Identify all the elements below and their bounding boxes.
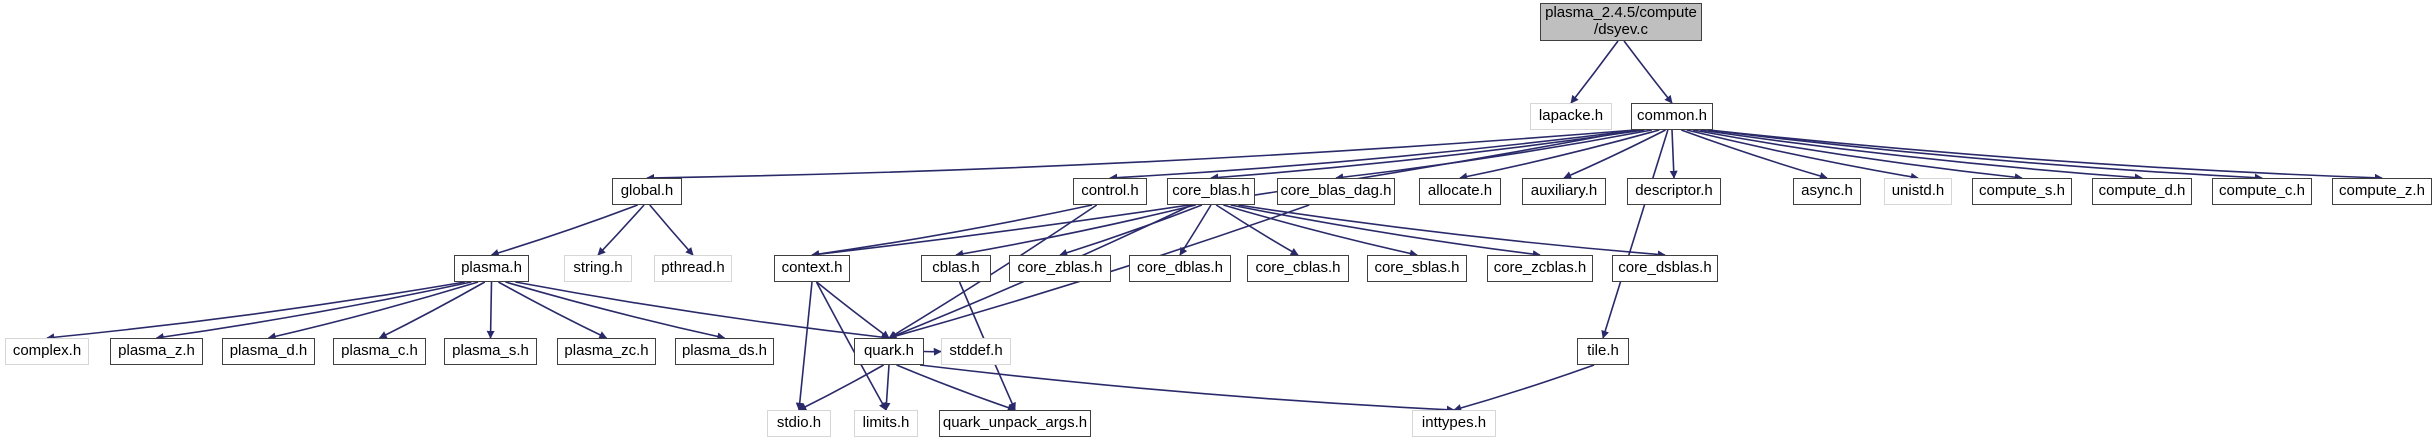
node-global[interactable]: global.h bbox=[612, 178, 682, 205]
node-compute_s[interactable]: compute_s.h bbox=[1972, 178, 2072, 205]
edge-quark-to-stdio bbox=[798, 364, 884, 411]
edge-core_blas-to-core_zblas bbox=[1059, 204, 1203, 257]
node-stddef[interactable]: stddef.h bbox=[941, 338, 1011, 365]
edge-dsyev-to-lapacke bbox=[1570, 40, 1619, 104]
node-plasma_zc[interactable]: plasma_zc.h bbox=[557, 338, 656, 365]
edge-plasma-to-plasma_ds bbox=[505, 281, 726, 341]
node-plasma_c[interactable]: plasma_c.h bbox=[333, 338, 426, 365]
node-core_sblas[interactable]: core_sblas.h bbox=[1367, 255, 1467, 282]
node-stdio[interactable]: stdio.h bbox=[767, 410, 831, 437]
edge-control-to-quark bbox=[888, 204, 1098, 339]
edge-common-to-async bbox=[1681, 129, 1828, 180]
edge-common-to-core_blas_dag bbox=[1335, 129, 1652, 182]
node-string[interactable]: string.h bbox=[564, 255, 632, 282]
node-context[interactable]: context.h bbox=[774, 255, 850, 282]
node-core_blas[interactable]: core_blas.h bbox=[1167, 178, 1255, 205]
node-quark_unpack_args[interactable]: quark_unpack_args.h bbox=[939, 410, 1091, 437]
edge-dsyev-to-common bbox=[1623, 40, 1673, 104]
edge-global-to-pthread bbox=[649, 204, 694, 256]
edge-common-to-control bbox=[1109, 129, 1639, 182]
node-async[interactable]: async.h bbox=[1793, 178, 1861, 205]
node-core_zblas[interactable]: core_zblas.h bbox=[1009, 255, 1111, 282]
edge-core_blas-to-core_dblas bbox=[1179, 204, 1212, 256]
edge-plasma-to-complex bbox=[46, 281, 465, 342]
edge-plasma-to-plasma_s bbox=[486, 281, 495, 339]
edge-common-to-compute_z bbox=[1708, 129, 2383, 182]
node-lapacke[interactable]: lapacke.h bbox=[1530, 103, 1612, 130]
node-core_zcblas[interactable]: core_zcblas.h bbox=[1487, 255, 1593, 282]
node-tile[interactable]: tile.h bbox=[1577, 338, 1629, 365]
edge-plasma-to-plasma_zc bbox=[498, 281, 608, 339]
node-compute_z[interactable]: compute_z.h bbox=[2332, 178, 2432, 205]
node-plasma_ds[interactable]: plasma_ds.h bbox=[675, 338, 774, 365]
node-common[interactable]: common.h bbox=[1631, 103, 1713, 130]
edge-tile-to-inttypes bbox=[1453, 364, 1595, 412]
edge-common-to-global bbox=[646, 129, 1636, 182]
edge-global-to-plasma bbox=[490, 204, 638, 257]
edge-plasma-to-plasma_d bbox=[267, 281, 479, 341]
edge-common-to-allocate bbox=[1459, 129, 1660, 181]
node-plasma_z[interactable]: plasma_z.h bbox=[110, 338, 203, 365]
node-auxiliary[interactable]: auxiliary.h bbox=[1522, 178, 1606, 205]
edge-common-to-unistd bbox=[1686, 129, 1919, 181]
node-compute_c[interactable]: compute_c.h bbox=[2212, 178, 2312, 205]
edge-quark-to-limits bbox=[882, 364, 891, 411]
edge-plasma-to-plasma_z bbox=[155, 281, 472, 341]
node-pthread[interactable]: pthread.h bbox=[654, 255, 732, 282]
edge-context-to-stdio bbox=[795, 281, 813, 411]
edge-context-to-limits bbox=[815, 281, 887, 411]
edge-core_blas-to-core_cblas bbox=[1215, 204, 1299, 256]
edge-core_blas-to-core_dsblas bbox=[1238, 204, 1666, 259]
node-control[interactable]: control.h bbox=[1073, 178, 1147, 205]
edge-common-to-compute_c bbox=[1707, 129, 2263, 182]
edge-core_blas-to-core_zcblas bbox=[1230, 204, 1541, 259]
node-dsyev[interactable]: plasma_2.4.5/compute /dsyev.c bbox=[1540, 3, 1702, 41]
edge-quark-to-inttypes bbox=[919, 364, 1455, 414]
edge-common-to-compute_s bbox=[1692, 129, 2023, 182]
edge-common-to-auxiliary bbox=[1563, 129, 1666, 179]
node-plasma_d[interactable]: plasma_d.h bbox=[222, 338, 315, 365]
node-core_dblas[interactable]: core_dblas.h bbox=[1129, 255, 1231, 282]
edge-plasma-to-quark bbox=[515, 281, 890, 342]
node-core_dsblas[interactable]: core_dsblas.h bbox=[1612, 255, 1718, 282]
edge-quark-to-quark_unpack_args bbox=[896, 364, 1016, 412]
node-core_cblas[interactable]: core_cblas.h bbox=[1247, 255, 1349, 282]
edge-control-to-context bbox=[811, 204, 1093, 258]
node-inttypes[interactable]: inttypes.h bbox=[1412, 410, 1496, 437]
edge-global-to-string bbox=[597, 204, 645, 256]
node-unistd[interactable]: unistd.h bbox=[1884, 178, 1952, 205]
node-cblas[interactable]: cblas.h bbox=[921, 255, 991, 282]
edge-plasma-to-plasma_c bbox=[378, 281, 486, 339]
edge-core_blas-to-core_sblas bbox=[1223, 204, 1418, 258]
edge-common-to-tile bbox=[1601, 129, 1669, 339]
node-plasma[interactable]: plasma.h bbox=[454, 255, 529, 282]
node-compute_d[interactable]: compute_d.h bbox=[2092, 178, 2192, 205]
edge-core_blas-to-cblas bbox=[955, 204, 1196, 258]
edge-common-to-compute_d bbox=[1700, 129, 2143, 182]
node-complex[interactable]: complex.h bbox=[5, 338, 89, 365]
edge-context-to-quark bbox=[816, 281, 890, 339]
edge-common-to-core_blas bbox=[1210, 129, 1645, 182]
node-limits[interactable]: limits.h bbox=[854, 410, 918, 437]
node-plasma_s[interactable]: plasma_s.h bbox=[444, 338, 537, 365]
node-core_blas_dag[interactable]: core_blas_dag.h bbox=[1277, 178, 1395, 205]
node-allocate[interactable]: allocate.h bbox=[1419, 178, 1501, 205]
node-quark[interactable]: quark.h bbox=[854, 338, 924, 365]
edge-common-to-descriptor bbox=[1669, 129, 1678, 179]
node-descriptor[interactable]: descriptor.h bbox=[1627, 178, 1721, 205]
